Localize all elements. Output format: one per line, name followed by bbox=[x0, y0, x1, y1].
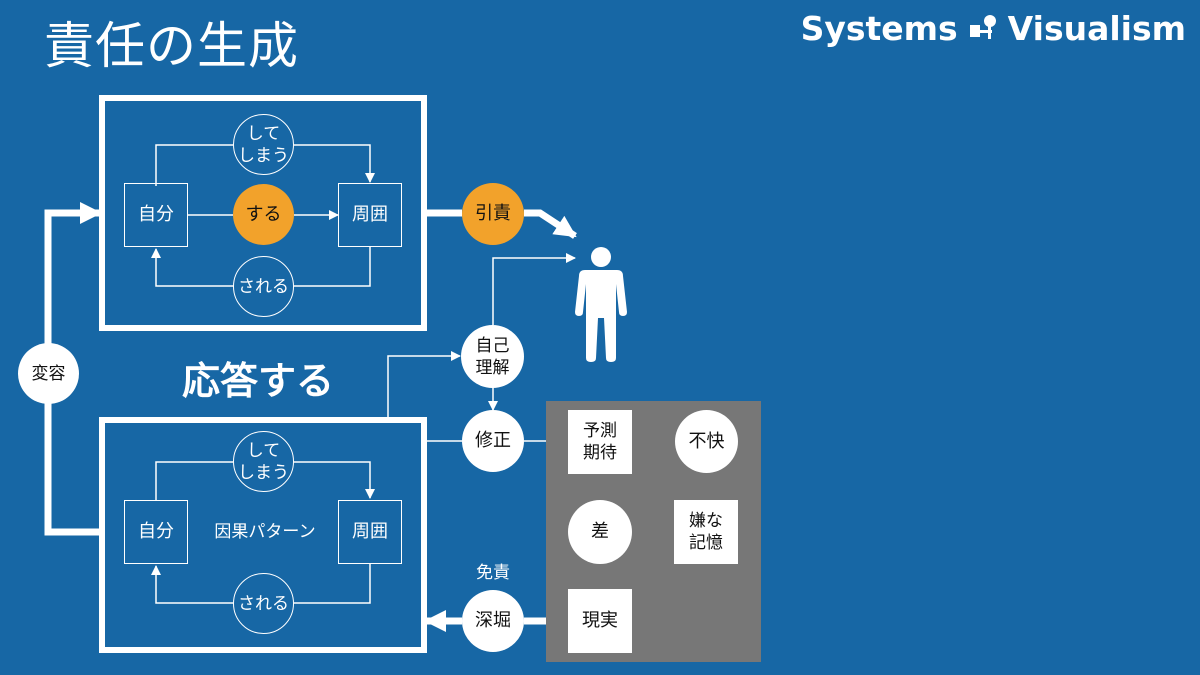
top-surroundings-box: 周囲 bbox=[338, 183, 402, 247]
bottom-unintended-arrow bbox=[294, 461, 375, 499]
bottom-received-circle: される bbox=[233, 573, 294, 634]
discomfort-circle: 不快 bbox=[675, 410, 738, 473]
dig-deep-circle: 深堀 bbox=[462, 590, 524, 652]
top-received-to-self bbox=[151, 248, 233, 287]
bad-memory-box: 嫌な 記憶 bbox=[674, 500, 738, 564]
bottom-unintended-line bbox=[155, 461, 233, 500]
bottom-unintended-circle: して しまう bbox=[233, 431, 294, 492]
top-unintended-arrow bbox=[294, 144, 375, 183]
bottom-received-from-surroundings bbox=[294, 564, 371, 604]
take-responsibility-to-person bbox=[524, 209, 577, 239]
transform-circle: 変容 bbox=[18, 343, 79, 404]
self-understanding-circle: 自己 理解 bbox=[461, 325, 524, 388]
bottom-surroundings-box: 周囲 bbox=[338, 500, 402, 564]
respond-heading: 応答する bbox=[182, 359, 335, 403]
frame-to-self-understanding bbox=[387, 351, 461, 417]
bottom-self-box: 自分 bbox=[124, 500, 188, 564]
self-understanding-to-person bbox=[492, 253, 576, 325]
systems-visualism-logo-icon bbox=[969, 15, 996, 41]
causal-pattern-label: 因果パターン bbox=[214, 522, 316, 542]
top-unintended-line bbox=[155, 144, 233, 186]
gap-circle: 差 bbox=[568, 500, 632, 564]
bottom-received-to-self bbox=[151, 565, 233, 604]
reality-box: 現実 bbox=[568, 589, 632, 653]
expectation-box: 予測 期待 bbox=[568, 410, 632, 474]
take-responsibility-circle: 引責 bbox=[462, 183, 524, 245]
person-icon bbox=[575, 247, 627, 362]
top-action-circle: する bbox=[233, 184, 294, 245]
top-self-box: 自分 bbox=[124, 183, 188, 247]
correction-circle: 修正 bbox=[462, 410, 524, 472]
top-unintended-circle: して しまう bbox=[233, 114, 294, 175]
page-title: 責任の生成 bbox=[44, 17, 299, 75]
exemption-label: 免責 bbox=[476, 563, 510, 583]
logo-text-right: Visualism bbox=[1007, 8, 1186, 48]
brand-logo: Systems Visualism bbox=[801, 8, 1186, 48]
top-received-circle: される bbox=[233, 256, 294, 317]
logo-text-left: Systems bbox=[800, 8, 958, 48]
top-received-from-surroundings bbox=[294, 247, 371, 287]
